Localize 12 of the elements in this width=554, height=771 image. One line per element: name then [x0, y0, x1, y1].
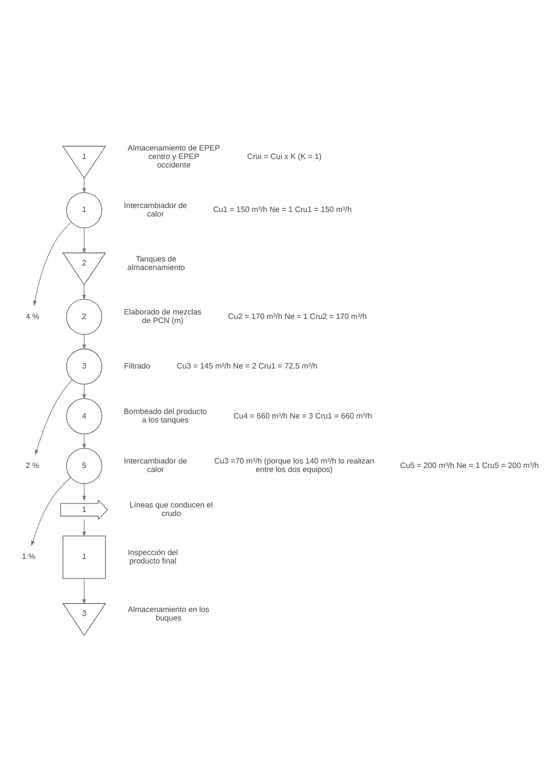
arrow	[33, 222, 72, 306]
arrow	[82, 578, 86, 604]
arrow	[82, 178, 86, 194]
arrow	[82, 334, 86, 350]
arrow	[82, 284, 86, 300]
arrow	[82, 483, 86, 502]
arrow	[82, 228, 86, 254]
arrow	[82, 519, 86, 537]
arrow	[82, 434, 86, 450]
arrow	[35, 379, 73, 456]
arrow	[82, 384, 86, 400]
arrow	[31, 477, 72, 546]
